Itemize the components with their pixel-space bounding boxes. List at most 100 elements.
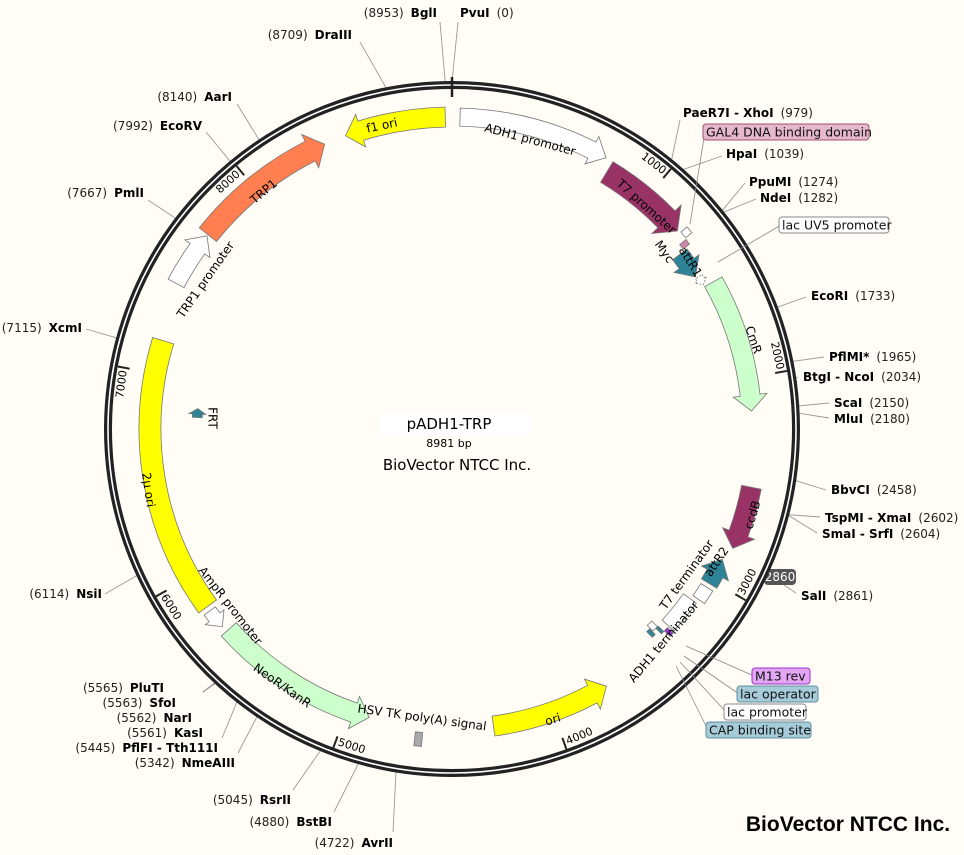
site-position: (5565) <box>83 681 123 695</box>
callout-box[interactable] <box>705 721 812 739</box>
site-position: (2180) <box>870 412 910 426</box>
feature-hsv-tk-poly-a-signal[interactable] <box>413 731 424 747</box>
callout-box[interactable] <box>736 685 819 703</box>
site-label[interactable]: SmaI - SrfI(2604) <box>822 527 940 541</box>
feature-trp1-promoter[interactable] <box>167 235 211 289</box>
site-label[interactable]: (8140)AarI <box>157 90 232 104</box>
tick-label: 7000 <box>113 369 130 398</box>
site-label[interactable]: PpuMI(1274) <box>749 175 838 189</box>
site-label[interactable]: HpaI(1039) <box>726 147 804 161</box>
site-label[interactable]: (5445)PflFI - Tth111I <box>75 741 218 755</box>
site-label[interactable]: EcoRI (1733) <box>811 289 895 303</box>
feature-label: HSV TK poly(A) signal <box>357 702 488 734</box>
tick-mark <box>561 737 568 750</box>
feature-myc[interactable] <box>679 238 691 250</box>
site-label[interactable]: BtgI - NcoI(2034) <box>803 370 921 384</box>
site-leader <box>359 41 387 89</box>
site-label[interactable]: MluI (2180) <box>834 412 910 426</box>
site-label[interactable]: SalI(2861) <box>801 589 873 603</box>
site-position: (8953) <box>364 6 404 20</box>
feature-f1-ori[interactable] <box>344 106 446 148</box>
site-label[interactable]: TspMI - XmaI(2602) <box>825 511 958 525</box>
site-position: (1733) <box>855 289 895 303</box>
feature-label: 2μ ori <box>139 472 158 508</box>
site-leader <box>205 131 231 163</box>
site-label[interactable]: ScaI(2150) <box>834 396 909 410</box>
site-leader <box>798 412 830 419</box>
feature-2-ori[interactable] <box>138 337 218 614</box>
site-label[interactable]: BbvCI(2458) <box>831 483 917 497</box>
tick-mark <box>332 736 339 748</box>
site-label[interactable]: (4880) BstBI <box>249 815 332 829</box>
tick-mark <box>734 593 747 602</box>
site-leader <box>104 574 138 595</box>
callout-leader <box>683 655 740 695</box>
callout-label: GAL4 DNA binding domain <box>706 125 872 140</box>
feature-gal4-dna-binding-domain[interactable] <box>600 161 682 235</box>
site-label[interactable]: (8709)DraIII <box>268 28 352 42</box>
site-name: TspMI - XmaI <box>825 511 911 525</box>
site-position: (0) <box>497 6 514 20</box>
site-label[interactable]: PaeR7I - XhoI(979) <box>683 106 813 120</box>
site-name: SalI <box>801 589 826 603</box>
tick-mark <box>775 369 788 374</box>
site-name: NmeAIII <box>182 756 235 770</box>
sal-position-badge <box>764 569 796 585</box>
feature-t7-promoter[interactable] <box>680 226 693 239</box>
site-label[interactable]: NdeI(1282) <box>760 191 838 205</box>
feature-cap-binding-site[interactable] <box>646 628 656 638</box>
site-label[interactable]: (5563)SfoI <box>103 696 176 710</box>
feature-label: Myc <box>652 238 677 266</box>
site-position: (4880) <box>249 815 289 829</box>
site-position: (2604) <box>900 527 940 541</box>
feature-label: f1 ori <box>365 115 399 135</box>
feature-attr2[interactable] <box>700 558 730 589</box>
site-label[interactable]: (5565)PluTI <box>83 681 164 695</box>
feature-trp1[interactable] <box>198 133 326 243</box>
feature-ccdb[interactable] <box>721 484 762 549</box>
feature-attr1[interactable] <box>672 248 700 278</box>
callout-box[interactable] <box>751 667 811 685</box>
site-leader <box>85 328 118 339</box>
site-label[interactable]: (7992)EcoRV <box>113 119 203 133</box>
feature-frt[interactable] <box>187 408 208 419</box>
site-name: EcoRI <box>811 289 848 303</box>
site-label[interactable]: PvuI(0) <box>460 6 514 20</box>
feature-neor-kanr[interactable] <box>220 622 370 730</box>
feature-m13-rev[interactable] <box>663 627 674 637</box>
feature-label: FRT <box>206 407 220 429</box>
site-label[interactable]: (7667)PmlI <box>67 186 144 200</box>
feature-t7-terminator[interactable] <box>692 583 714 605</box>
watermark-logo: BioVector NTCC Inc. <box>746 813 950 836</box>
center-info: pADH1-TRP 8981 bp BioVector NTCC Inc. <box>380 414 531 474</box>
feature-adh1-promoter[interactable] <box>459 107 607 165</box>
site-name: NsiI <box>76 587 102 601</box>
site-label[interactable]: (8953) BglI <box>364 6 437 20</box>
feature-cmr[interactable] <box>704 276 768 412</box>
feature-adh1-terminator[interactable] <box>661 593 697 632</box>
feature-lac-uv5-promoter[interactable] <box>693 274 708 286</box>
site-label[interactable]: (5561)KasI <box>127 726 203 740</box>
site-label[interactable]: (4722)AvrII <box>315 836 393 850</box>
callout-leader <box>717 224 782 263</box>
site-label[interactable]: PflMI*(1965) <box>829 350 916 364</box>
site-name: MluI <box>834 412 863 426</box>
callout-box[interactable] <box>778 216 890 234</box>
callout-box[interactable] <box>702 123 870 141</box>
feature-ampr-promoter[interactable] <box>203 606 225 628</box>
site-label[interactable]: (6114)NsiI <box>29 587 102 601</box>
plasmid-name: pADH1-TRP <box>407 415 492 433</box>
feature-lac-promoter[interactable] <box>646 620 658 632</box>
site-label[interactable]: (5045)RsrII <box>213 793 291 807</box>
site-label[interactable]: (5562)NarI <box>117 711 192 725</box>
site-label[interactable]: (7115)XcmI <box>2 321 82 335</box>
feature-ori[interactable] <box>491 678 607 737</box>
plasmid-company: BioVector NTCC Inc. <box>383 456 531 474</box>
site-name: BstBI <box>296 815 332 829</box>
callout-box[interactable] <box>723 703 807 721</box>
callout-leader <box>675 665 709 731</box>
site-label[interactable]: (5342)NmeAIII <box>135 756 235 770</box>
site-name: BglI <box>411 6 437 20</box>
site-position: (7667) <box>67 186 107 200</box>
